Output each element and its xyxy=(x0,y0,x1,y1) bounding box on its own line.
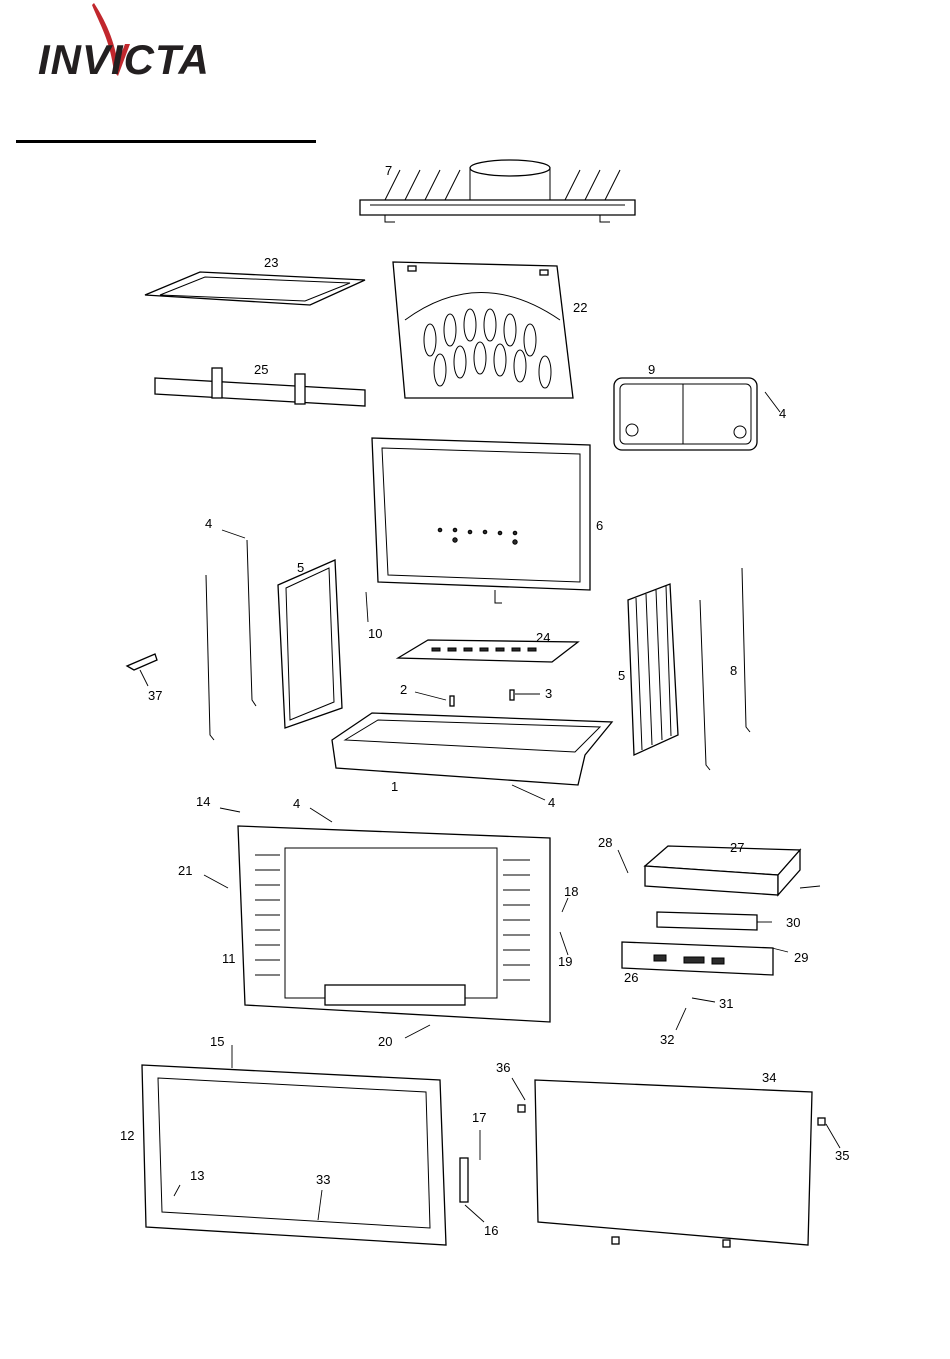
label-part-8: 8 xyxy=(730,663,737,678)
label-part-18: 18 xyxy=(564,884,578,899)
part-22-back-panel xyxy=(393,262,573,398)
label-part-16: 16 xyxy=(484,1223,498,1238)
part-11-front-frame xyxy=(238,826,550,1022)
label-part-21: 21 xyxy=(178,863,192,878)
label-part-4-rod: 4 xyxy=(205,516,212,531)
label-part-37: 37 xyxy=(148,688,162,703)
label-part-4-base: 4 xyxy=(548,795,555,810)
label-part-30: 30 xyxy=(786,915,800,930)
part-6-glass-frame xyxy=(372,438,590,603)
label-part-29: 29 xyxy=(794,950,808,965)
label-part-23: 23 xyxy=(264,255,278,270)
label-part-34: 34 xyxy=(762,1070,776,1085)
label-part-12: 12 xyxy=(120,1128,134,1143)
label-part-32: 32 xyxy=(660,1032,674,1047)
label-part-5-left: 5 xyxy=(297,560,304,575)
label-part-7: 7 xyxy=(385,163,392,178)
label-part-4-window: 4 xyxy=(779,406,786,421)
label-part-24: 24 xyxy=(536,630,550,645)
label-part-27: 27 xyxy=(730,840,744,855)
part-30-plate xyxy=(657,912,757,930)
part-23-tray xyxy=(145,272,365,305)
label-part-13: 13 xyxy=(190,1168,204,1183)
label-part-26: 26 xyxy=(624,970,638,985)
part-7-baffle xyxy=(360,160,635,222)
label-part-3: 3 xyxy=(545,686,552,701)
label-part-22: 22 xyxy=(573,300,587,315)
label-part-4-frame: 4 xyxy=(293,796,300,811)
label-part-31: 31 xyxy=(719,996,733,1011)
label-part-28: 28 xyxy=(598,835,612,850)
part-12-door xyxy=(142,1065,468,1245)
part-5-right-side-panel xyxy=(628,584,678,755)
label-part-2: 2 xyxy=(400,682,407,697)
label-part-35: 35 xyxy=(835,1148,849,1163)
part-29-drawer-front xyxy=(622,942,773,975)
part-37-clip xyxy=(127,654,157,670)
part-24-grate xyxy=(398,640,578,662)
label-part-33: 33 xyxy=(316,1172,330,1187)
label-part-9: 9 xyxy=(648,362,655,377)
label-part-17: 17 xyxy=(472,1110,486,1125)
part-1-base xyxy=(332,690,612,785)
label-part-20: 20 xyxy=(378,1034,392,1049)
label-part-15: 15 xyxy=(210,1034,224,1049)
label-part-25: 25 xyxy=(254,362,268,377)
label-part-10: 10 xyxy=(368,626,382,641)
label-part-1: 1 xyxy=(391,779,398,794)
label-part-19: 19 xyxy=(558,954,572,969)
part-9-window xyxy=(614,378,757,450)
part-27-ash-tray xyxy=(645,846,800,895)
part-5-left-side-panel xyxy=(278,560,342,728)
label-part-36: 36 xyxy=(496,1060,510,1075)
label-part-11: 11 xyxy=(222,951,236,966)
label-part-5-right: 5 xyxy=(618,668,625,683)
label-part-14: 14 xyxy=(196,794,210,809)
part-34-glass xyxy=(518,1080,825,1247)
label-part-6: 6 xyxy=(596,518,603,533)
